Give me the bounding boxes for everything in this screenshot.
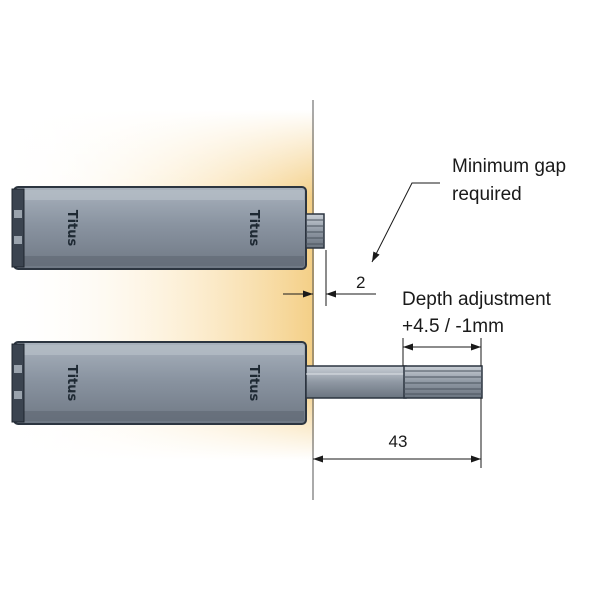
stroke-dimension-value: 43: [389, 432, 408, 451]
brand-logo-text: Titus: [246, 210, 261, 247]
latch-endcap-slot: [14, 236, 22, 244]
latch-housing-top-ridge: [16, 190, 304, 200]
brand-logo-text: Titus: [64, 365, 79, 402]
latch-endcap: [11, 343, 25, 423]
gap-dimension-value: 2: [356, 273, 365, 292]
depth-adjustment-label: Depth adjustment: [402, 289, 552, 310]
minimum-gap-label-line2: required: [452, 184, 522, 205]
latch-housing-bottom-ridge: [16, 411, 304, 421]
latch-endcap-slot: [14, 365, 22, 373]
latch-housing-top-ridge: [16, 345, 304, 355]
latch-endcap-slot: [14, 210, 22, 218]
latch-housing-bottom-ridge: [16, 256, 304, 266]
brand-logo-text: Titus: [64, 210, 79, 247]
latch-retracted: Titus Titus: [11, 186, 325, 270]
latch-extended: Titus Titus: [11, 341, 483, 425]
depth-adjustment-range: +4.5 / -1mm: [402, 316, 504, 337]
latch-endcap-slot: [14, 391, 22, 399]
latch-rod: [305, 365, 407, 399]
brand-logo-text: Titus: [246, 365, 261, 402]
minimum-gap-label: Minimum gap: [452, 156, 566, 177]
latch-plunger-stub: [305, 213, 325, 249]
minimum-gap-leader: [371, 182, 440, 263]
latch-endcap: [11, 188, 25, 268]
